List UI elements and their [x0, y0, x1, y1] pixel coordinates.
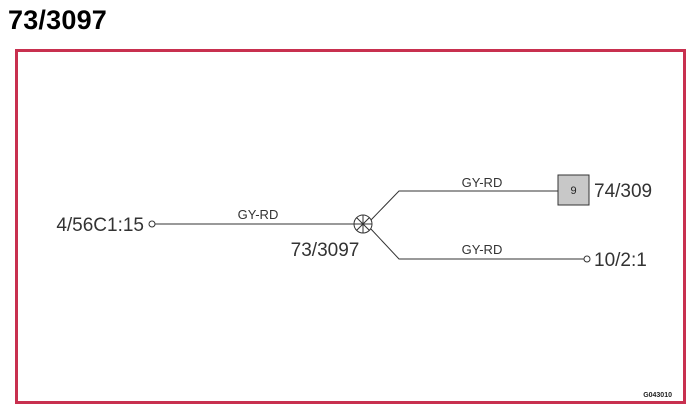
- connector-box: [557, 174, 590, 206]
- connector-pin-label: 9: [570, 185, 576, 197]
- right-terminal-label: 10/2:1: [594, 250, 647, 271]
- left-terminal-label: 4/56C1:15: [56, 215, 144, 236]
- connector-label: 74/309: [594, 181, 652, 202]
- diagram-frame: [15, 49, 686, 404]
- wire-lower: [369, 227, 584, 260]
- right-terminal-icon: [583, 255, 591, 263]
- wire-upper: [369, 190, 558, 222]
- page-title: 73/3097: [8, 5, 107, 35]
- drawing-code: G043010: [643, 392, 672, 399]
- wire-left-label: GY-RD: [238, 207, 279, 222]
- splice-label: 73/3097: [291, 240, 360, 261]
- left-terminal-icon: [148, 220, 156, 228]
- wire-upper-label: GY-RD: [462, 175, 503, 190]
- splice-icon: [353, 214, 373, 234]
- wire-lower-label: GY-RD: [462, 242, 503, 257]
